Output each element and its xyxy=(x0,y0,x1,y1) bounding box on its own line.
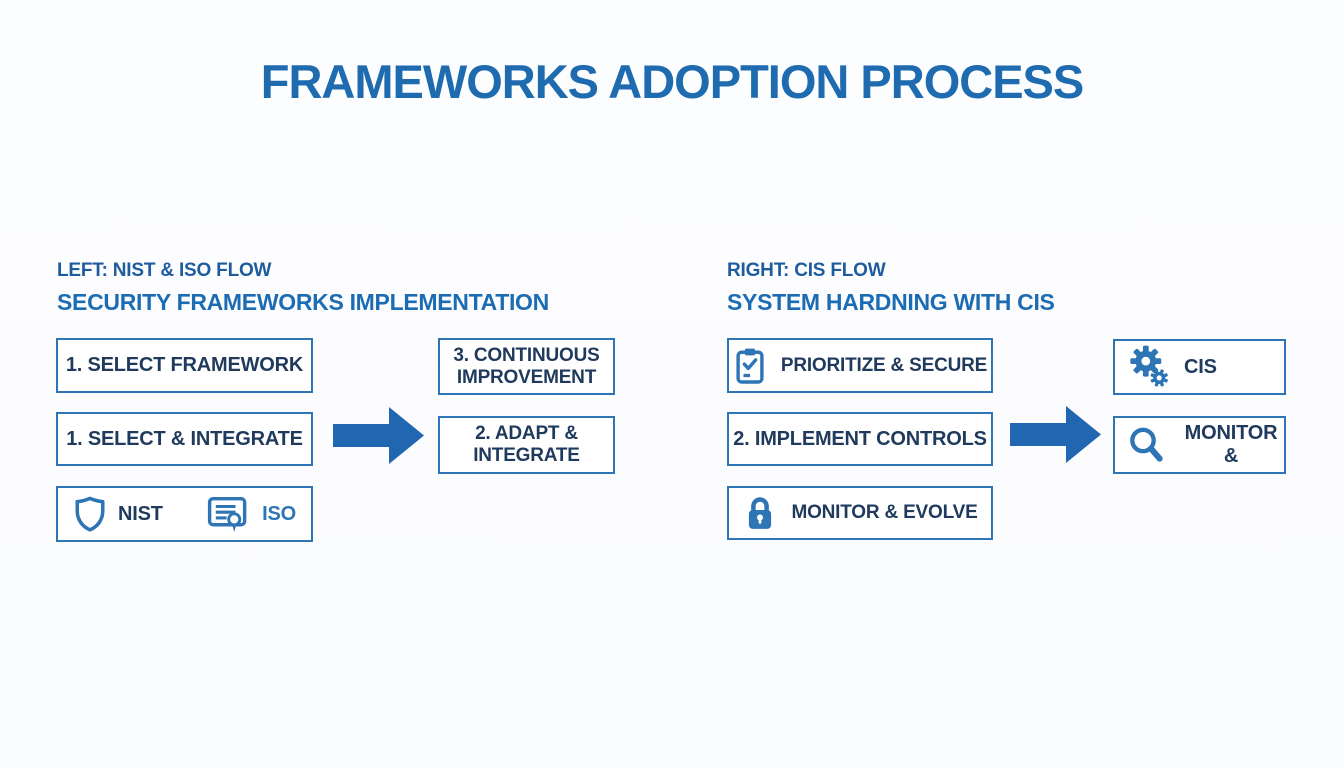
right-flow-heading: SYSTEM HARDNING WITH CIS xyxy=(727,289,1055,315)
result-box-cis: CIS xyxy=(1113,339,1286,395)
left-flow-label: LEFT: NIST & ISO FLOW xyxy=(57,260,272,281)
result-box-monitor: MONITOR & xyxy=(1113,416,1286,474)
result-line: 2. ADAPT & xyxy=(475,423,578,445)
lock-icon xyxy=(749,497,772,529)
page-title: FRAMEWORKS ADOPTION PROCESS xyxy=(260,55,1085,108)
result-line: INTEGRATE xyxy=(473,445,580,466)
flow-arrow-icon xyxy=(333,407,424,464)
right-flow-label: RIGHT: CIS FLOW xyxy=(727,260,886,281)
step-box-prioritize-secure: PRIORITIZE & SECURE xyxy=(727,338,993,393)
flow-arrow-icon xyxy=(1010,406,1101,463)
shield-icon xyxy=(75,496,105,532)
badge-box-nist-iso: NIST ISO xyxy=(56,486,313,542)
step-box-monitor-evolve: MONITOR & EVOLVE xyxy=(727,486,993,540)
nist-badge: NIST xyxy=(73,494,163,534)
iso-label: ISO xyxy=(262,502,296,525)
step-label: 2. IMPLEMENT CONTROLS xyxy=(733,427,987,450)
result-label: CIS xyxy=(1184,355,1217,378)
clipboard-check-icon xyxy=(736,348,764,384)
result-line: IMPROVEMENT xyxy=(456,366,597,388)
result-line: 3. CONTINUOUS xyxy=(453,344,600,366)
result-box-continuous-improvement: 3. CONTINUOUS IMPROVEMENT xyxy=(438,338,615,395)
nist-label: NIST xyxy=(118,502,163,525)
step-label: 1. SELECT FRAMEWORK xyxy=(65,354,304,376)
step-box-implement-controls: 2. IMPLEMENT CONTROLS xyxy=(727,412,993,466)
step-label: PRIORITIZE & SECURE xyxy=(780,354,988,376)
left-flow-heading: SECURITY FRAMEWORKS IMPLEMENTATION xyxy=(57,289,549,315)
result-label: MONITOR & xyxy=(1184,422,1278,467)
step-label: 1. SELECT & INTEGRATE xyxy=(66,427,303,450)
step-label: MONITOR & EVOLVE xyxy=(791,502,978,524)
certificate-icon xyxy=(208,496,247,532)
gears-icon xyxy=(1130,345,1168,387)
result-box-adapt-integrate: 2. ADAPT & INTEGRATE xyxy=(438,416,615,474)
step-box-select-framework: 1. SELECT FRAMEWORK xyxy=(56,338,313,393)
magnifier-icon xyxy=(1130,427,1163,462)
step-box-select-integrate: 1. SELECT & INTEGRATE xyxy=(56,412,313,466)
iso-badge: ISO xyxy=(207,494,296,534)
